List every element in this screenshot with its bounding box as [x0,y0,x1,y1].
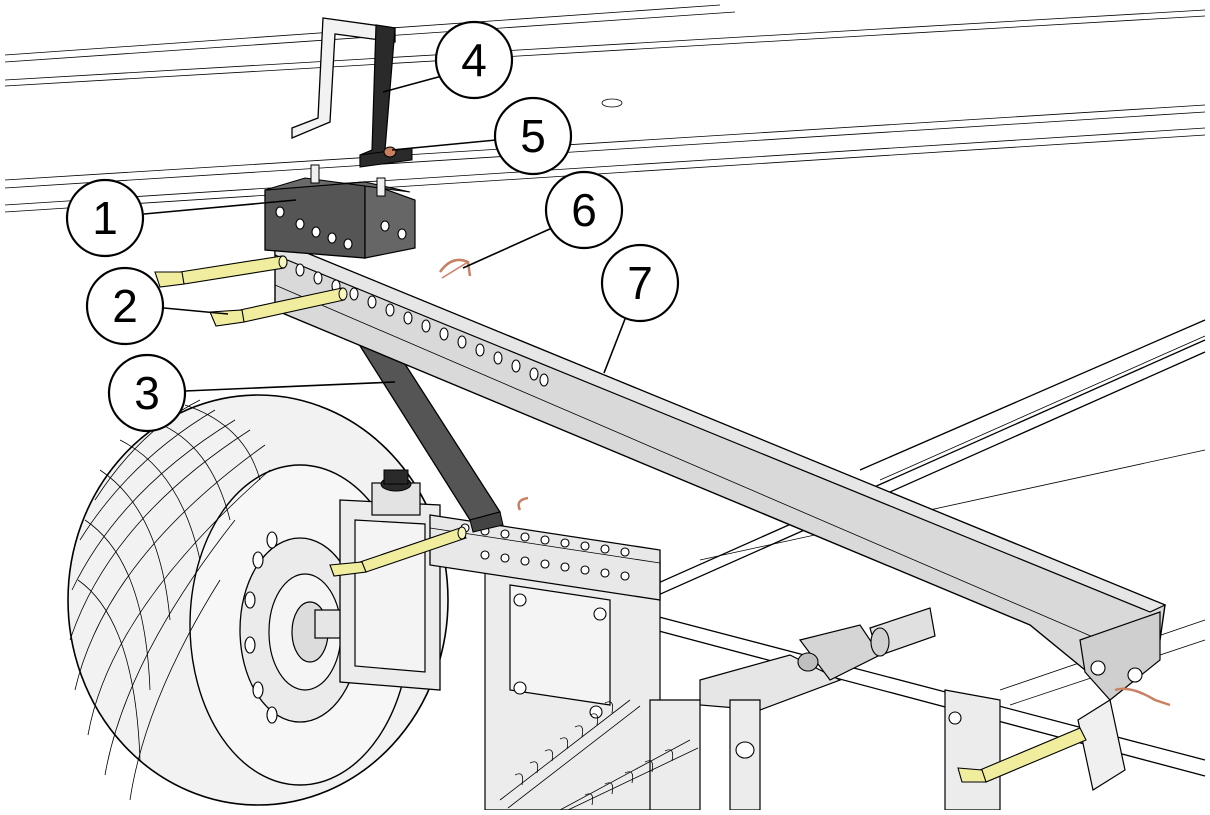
callout-3: 3 [107,353,187,433]
callout-2: 2 [85,266,165,346]
callout-4: 4 [434,20,514,100]
callout-3-label: 3 [134,367,160,419]
callout-7-label: 7 [627,257,653,309]
upper-rail [4,4,1206,213]
chassis-frame [484,319,1206,811]
lower-hitch-bar [429,496,661,601]
callout-6: 6 [544,170,624,250]
bracket [291,17,413,168]
hair-pin-clip [438,258,472,279]
callout-4-label: 4 [461,34,487,86]
callout-5-label: 5 [520,110,546,162]
rear-hardware [957,687,1171,791]
main-beam [274,238,1167,701]
callout-7: 7 [600,243,680,323]
springs [499,699,699,811]
mount-plate [264,164,416,259]
callout-1-label: 1 [92,192,118,244]
axle-pin [329,526,467,577]
hitch-pins [154,255,348,327]
callout-1: 1 [65,178,145,258]
callout-5: 5 [493,96,573,176]
latch-assembly [649,607,936,811]
callout-6-label: 6 [571,184,597,236]
leader-lines [143,75,626,392]
callout-2-label: 2 [112,280,138,332]
